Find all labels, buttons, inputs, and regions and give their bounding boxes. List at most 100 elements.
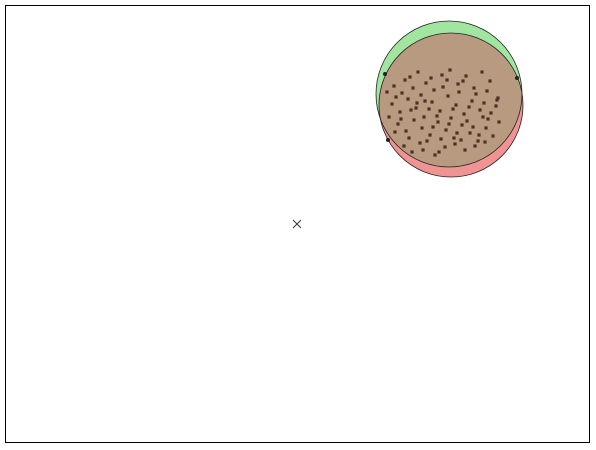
boundary-point — [515, 76, 519, 80]
data-point — [443, 145, 447, 149]
data-point — [435, 114, 439, 118]
data-point — [497, 120, 501, 124]
data-point — [484, 126, 488, 130]
data-point — [477, 133, 481, 137]
data-point — [422, 115, 426, 119]
data-point — [446, 94, 450, 98]
data-point — [472, 86, 476, 90]
data-point — [418, 141, 422, 145]
data-point — [489, 111, 493, 115]
data-point — [467, 105, 471, 109]
data-point — [496, 96, 500, 100]
cross-icon — [292, 219, 302, 229]
data-point — [421, 148, 425, 152]
data-point — [465, 119, 469, 123]
data-point — [427, 107, 431, 111]
data-point — [394, 95, 398, 99]
data-point — [463, 148, 467, 152]
data-point — [430, 100, 434, 104]
data-point — [491, 134, 495, 138]
data-point — [432, 88, 436, 92]
data-point — [456, 82, 460, 86]
data-point — [398, 110, 402, 114]
data-point — [483, 140, 487, 144]
circle-overlap-region — [379, 33, 522, 167]
data-point — [425, 139, 429, 143]
data-point — [444, 128, 448, 132]
data-point — [392, 84, 396, 88]
data-point — [436, 120, 440, 124]
data-point — [485, 89, 489, 93]
data-point — [478, 108, 482, 112]
data-point — [448, 68, 452, 72]
data-point — [468, 131, 472, 135]
data-point — [437, 150, 441, 154]
data-point — [462, 112, 466, 116]
data-point — [406, 97, 410, 101]
boundary-point — [386, 138, 390, 142]
data-point — [412, 118, 416, 122]
data-point — [409, 108, 413, 112]
data-point — [461, 79, 465, 83]
data-point — [390, 102, 394, 106]
data-point — [453, 142, 457, 146]
data-point — [449, 116, 453, 120]
data-point — [429, 76, 433, 80]
data-point — [481, 115, 485, 119]
data-point — [486, 117, 490, 121]
data-point — [428, 133, 432, 137]
data-point — [438, 109, 442, 113]
data-point — [495, 98, 499, 102]
data-point — [459, 138, 463, 142]
data-point — [387, 115, 391, 119]
data-point — [488, 79, 492, 83]
data-point — [439, 137, 443, 141]
data-point — [408, 75, 412, 79]
data-point — [455, 131, 459, 135]
data-point — [464, 74, 468, 78]
data-point — [415, 101, 419, 105]
data-point — [414, 106, 418, 110]
data-point — [396, 122, 400, 126]
data-point — [471, 125, 475, 129]
boundary-point — [383, 72, 387, 76]
data-point — [494, 104, 498, 108]
marks-layer — [292, 72, 519, 229]
data-point — [402, 144, 406, 148]
data-point — [460, 123, 464, 127]
points-layer — [385, 68, 501, 157]
data-point — [474, 92, 478, 96]
data-point — [440, 73, 444, 77]
data-point — [454, 103, 458, 107]
data-point — [399, 117, 403, 121]
circles-layer — [375, 20, 524, 178]
data-point — [482, 101, 486, 105]
data-point — [400, 91, 404, 95]
data-point — [457, 90, 461, 94]
data-point — [424, 81, 428, 85]
data-point — [447, 122, 451, 126]
data-point — [470, 99, 474, 103]
data-point — [393, 130, 397, 134]
data-point — [441, 85, 445, 89]
data-point — [404, 129, 408, 133]
data-point — [423, 99, 427, 103]
data-point — [445, 78, 449, 82]
data-point — [473, 144, 477, 148]
data-point — [431, 125, 435, 129]
data-point — [433, 153, 437, 157]
data-point — [385, 90, 389, 94]
data-point — [476, 139, 480, 143]
data-point — [410, 150, 414, 154]
circle-outline-red — [378, 32, 524, 178]
data-point — [416, 70, 420, 74]
data-point — [451, 107, 455, 111]
data-point — [407, 136, 411, 140]
data-point — [419, 93, 423, 97]
data-point — [403, 78, 407, 82]
data-point — [420, 126, 424, 130]
data-point — [411, 86, 415, 90]
data-point — [452, 136, 456, 140]
